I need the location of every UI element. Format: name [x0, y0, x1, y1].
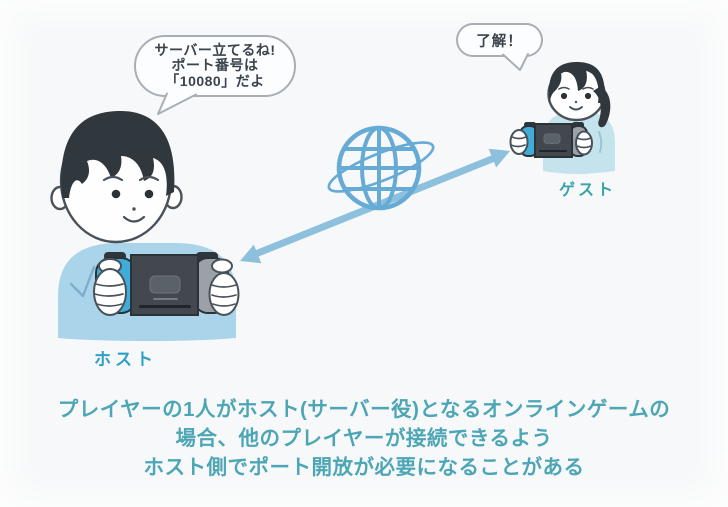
host-speech-bubble: サーバー立てるね! ポート番号は 「10080」だよ — [134, 35, 296, 97]
caption: プレイヤーの1人がホスト(サーバー役)となるオンラインゲームの 場合、他のプレイ… — [0, 395, 728, 482]
girl-hair — [549, 62, 605, 103]
guest-bubble-tail — [502, 53, 529, 71]
host-bubble-line: ポート番号は — [171, 57, 259, 74]
host-bubble-tail — [157, 92, 197, 115]
girl-hands — [509, 129, 593, 156]
host-character — [50, 110, 240, 341]
host-label: ホスト — [94, 350, 157, 369]
caption-line-2: 場合、他のプレイヤーが接続できるよう — [175, 427, 553, 450]
guest-character — [509, 62, 615, 174]
host-bubble-line: 「10080」だよ — [165, 72, 265, 89]
guest-bubble-text: 了解！ — [476, 33, 523, 50]
caption-line-1: プレイヤーの1人がホスト(サーバー役)となるオンラインゲームの — [57, 398, 671, 421]
globe-icon — [327, 125, 435, 211]
caption-line-3: ホスト側でポート開放が必要になることがある — [143, 456, 585, 479]
host-bubble-line: サーバー立てるね! — [154, 41, 276, 58]
boy-hands — [93, 258, 240, 316]
girl-ponytail — [593, 86, 611, 128]
guest-speech-bubble: 了解！ — [456, 23, 543, 57]
guest-label: ゲスト — [559, 182, 617, 199]
